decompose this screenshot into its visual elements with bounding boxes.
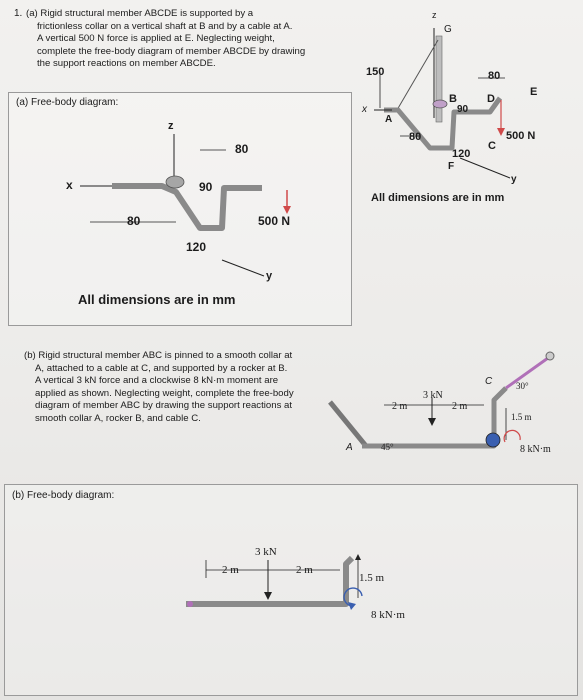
fbd-a-dim-80-left: 80 [127, 214, 141, 228]
part-a-line: (a) Rigid structural member ABCDE is sup… [26, 8, 254, 19]
member-abcde [384, 96, 503, 151]
fig-a-f-label: F [448, 161, 455, 172]
part-a-line: the support reactions on member ABCDE. [37, 58, 216, 70]
part-b-fbd-title: (b) Free-body diagram: [12, 490, 115, 501]
part-a-line: A vertical 500 N force is applied at E. … [37, 33, 275, 45]
part-b-line: A vertical 3 kN force and a clockwise 8 … [35, 375, 279, 387]
fbd-b-force-label: 3 kN [255, 546, 277, 558]
fig-a-e-label: E [530, 86, 538, 98]
part-b-line: smooth collar A, rocker B, and cable C. [35, 412, 201, 424]
fbd-b-dim-1-5m-arrow [355, 554, 361, 560]
fig-a-dim-80-top: 80 [488, 70, 501, 82]
fbd-a-x-label: x [66, 178, 73, 192]
fig-b-c-label: C [485, 376, 493, 387]
fig-b-dim-2m-right: 2 m [452, 401, 468, 412]
fbd-a-y-axis [221, 259, 265, 277]
fig-b-moment-arc [503, 429, 521, 443]
fig-a-dim-120: 120 [452, 148, 471, 160]
y-axis-line [459, 157, 511, 179]
part-b-line: applied as shown. Neglecting weight, com… [35, 387, 294, 399]
fig-a-a-label: A [385, 114, 393, 125]
fig-a-g-label: G [444, 24, 452, 35]
fig-b-member-abc [362, 386, 508, 449]
force-arrowhead [497, 128, 505, 136]
part-b-statement: (b) Rigid structural member ABC is pinne… [24, 350, 294, 426]
fig-b-force-arrowhead [428, 418, 436, 426]
fbd-b-pin-a [187, 601, 193, 607]
fbd-a-dim-80-top: 80 [235, 142, 249, 156]
part-a-fbd-title: (a) Free-body diagram: [16, 97, 119, 108]
fbd-b-moment-arc [343, 587, 363, 607]
fig-b-rocker [485, 432, 501, 448]
fig-b-dim-1-5m: 1.5 m [511, 412, 532, 422]
fbd-b-force-arrowhead [264, 592, 272, 600]
fig-a-b-label: B [449, 93, 457, 105]
part-a-line: frictionless collar on a vertical shaft … [37, 20, 293, 32]
fig-b-dim-2m-left: 2 m [392, 401, 408, 412]
fbd-a-dim-90: 90 [199, 180, 213, 194]
fig-a-dim-80-left: 80 [409, 131, 422, 143]
part-a-fbd-box [8, 92, 352, 326]
part-a-statement: (a) Rigid structural member ABCDE is sup… [26, 8, 305, 71]
fbd-a-force-arrowhead [283, 206, 291, 214]
fbd-b-dim-2m-left: 2 m [222, 564, 239, 576]
fig-a-x-label: x [362, 104, 367, 115]
part-b-line: A, attached to a cable at C, and support… [35, 362, 288, 374]
fbd-a-y-label: y [266, 270, 273, 282]
part-a-line: complete the free-body diagram of member… [37, 45, 306, 57]
fbd-b-dim-2m-right: 2 m [296, 564, 313, 576]
fig-b-collar-rod [328, 400, 368, 448]
fig-b-angle-45: 45° [381, 442, 394, 452]
fbd-b-member [186, 555, 355, 607]
fig-a-dim-150: 150 [366, 66, 385, 78]
fbd-a-member [112, 183, 262, 231]
fig-b-cable [505, 356, 549, 390]
fig-a-c-label: C [488, 140, 496, 152]
fbd-a-caption: All dimensions are in mm [78, 292, 236, 307]
fig-b-a-label: A [346, 442, 353, 453]
vertical-shaft [435, 35, 443, 123]
collar-b [432, 99, 448, 109]
part-b-line: diagram of member ABC by drawing the sup… [35, 400, 293, 412]
fig-b-cable-anchor [545, 351, 555, 361]
fig-b-moment-label: 8 kN·m [520, 444, 551, 455]
problem-number: 1. [14, 8, 23, 19]
fig-b-angle-30: 30° [516, 381, 529, 391]
fbd-b-dim-1-5m: 1.5 m [359, 572, 385, 584]
cable-a-g [396, 39, 439, 111]
fig-a-force-label: 500 N [506, 130, 536, 142]
fbd-b-moment-label: 8 kN·m [371, 609, 405, 621]
fig-b-force-label: 3 kN [423, 390, 443, 401]
fig-a-d-label: D [487, 93, 495, 105]
fbd-a-dim-120: 120 [186, 240, 207, 254]
fbd-b-moment-arrowhead [348, 602, 356, 610]
fig-a-dim-90: 90 [457, 104, 469, 115]
part-b-fbd-box [4, 484, 578, 696]
fig-a-caption: All dimensions are in mm [371, 192, 505, 204]
fbd-a-collar [165, 175, 185, 189]
fbd-a-z-label: z [168, 120, 174, 132]
fig-a-z-label: z [432, 10, 437, 20]
fbd-a-force-label: 500 N [258, 214, 291, 228]
fig-a-y-label: y [511, 174, 517, 185]
part-b-line: (b) Rigid structural member ABC is pinne… [24, 350, 293, 361]
